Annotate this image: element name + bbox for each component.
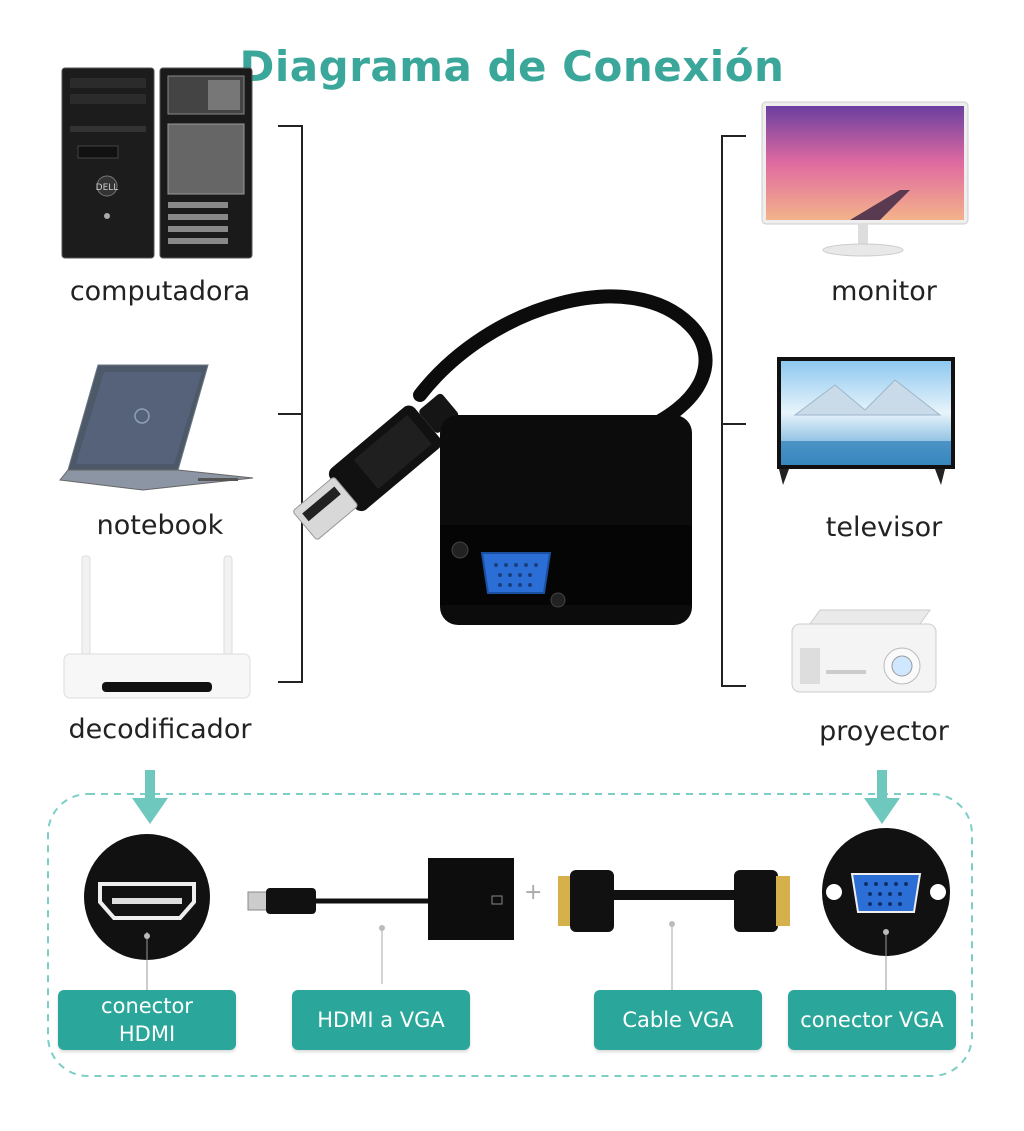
arrow-down-icon <box>132 770 168 824</box>
laptop-icon <box>59 364 254 491</box>
output-label-monitor: monitor <box>831 276 937 307</box>
svg-text:DELL: DELL <box>96 183 119 193</box>
label-hdmi-connector-line1: conector <box>101 994 193 1018</box>
label-hdmi-connector: conector HDMI <box>58 990 236 1050</box>
bottom-panel-border <box>47 793 973 1077</box>
vga-cable-icon <box>558 870 790 990</box>
page-title: Diagrama de Conexión <box>239 42 785 91</box>
router-box-icon <box>63 555 251 699</box>
right-bracket <box>721 135 746 687</box>
label-vga-cable: Cable VGA <box>594 990 762 1050</box>
left-bracket <box>278 125 303 683</box>
source-label-computer: computadora <box>69 276 251 307</box>
projector-icon <box>791 609 937 693</box>
desktop-tower-icon: DELL <box>61 67 253 259</box>
source-label-decoder: decodificador <box>68 714 252 745</box>
output-label-projector: proyector <box>819 716 949 747</box>
tv-icon <box>777 357 955 485</box>
label-vga-connector-text: conector VGA <box>800 1008 944 1032</box>
vga-port-icon <box>822 828 950 990</box>
label-adapter: HDMI a VGA <box>292 990 470 1050</box>
arrow-down-icon <box>864 770 900 824</box>
label-hdmi-connector-line2: HDMI <box>118 1022 176 1046</box>
label-vga-connector: conector VGA <box>788 990 956 1050</box>
monitor-icon <box>761 101 969 257</box>
hdmi-port-icon <box>84 834 210 990</box>
hdmi-to-vga-adapter-icon <box>293 289 713 625</box>
output-label-tv: televisor <box>825 512 943 543</box>
hdmi-vga-adapter-small-icon <box>247 858 514 984</box>
plus-sign: + <box>524 880 543 905</box>
label-adapter-text: HDMI a VGA <box>317 1008 445 1032</box>
source-label-notebook: notebook <box>96 510 224 541</box>
label-vga-cable-text: Cable VGA <box>622 1008 734 1032</box>
